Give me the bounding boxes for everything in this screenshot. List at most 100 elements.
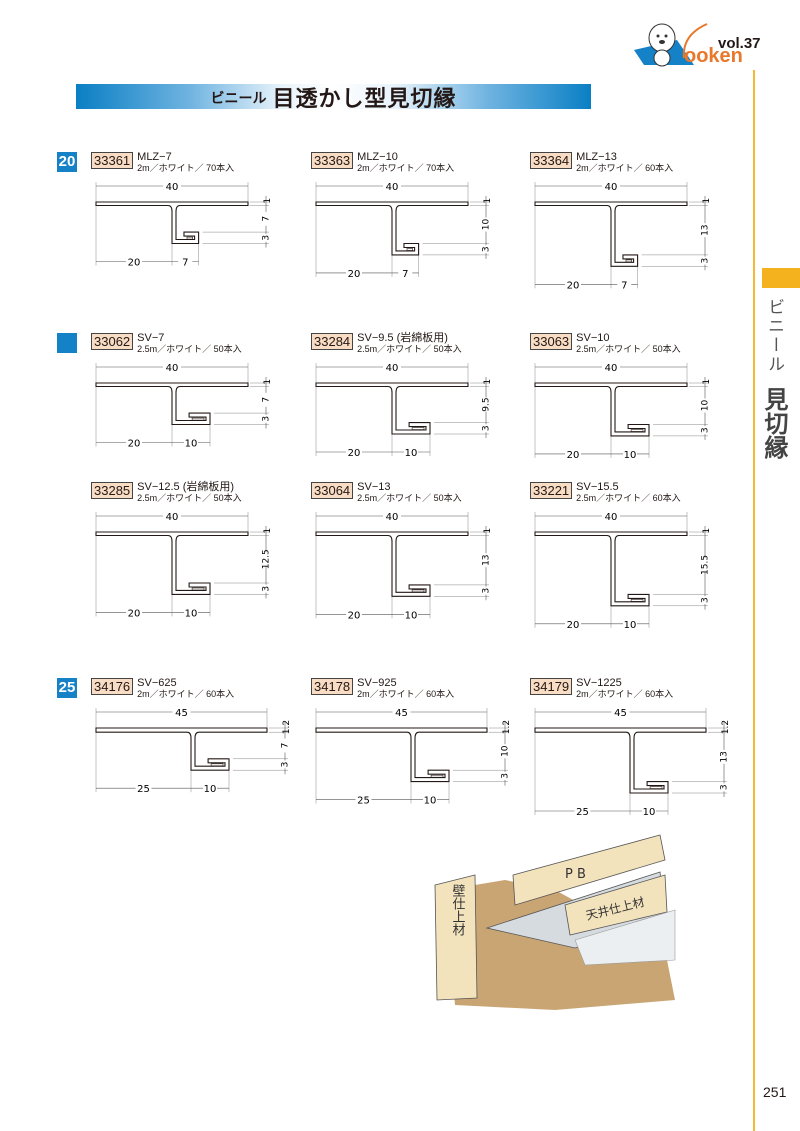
product-code: 33063	[530, 333, 573, 350]
product-code: 33221	[530, 482, 573, 499]
hook-slot	[191, 587, 205, 591]
profile-drawing: 40 1 7 3 20 7	[95, 179, 273, 269]
hook-slot	[411, 427, 425, 430]
dimension-width-label: 40	[605, 182, 618, 193]
hook-slot	[625, 259, 632, 263]
product-code: 33285	[91, 482, 134, 499]
dimension-thickness-label: 1.2	[502, 720, 512, 734]
dimension-right-label: 10	[204, 784, 217, 795]
hook-slot	[210, 763, 224, 767]
dimension-right-label: 7	[182, 258, 188, 269]
dimension-width-label: 40	[386, 512, 399, 523]
product-spec: 2m／ホワイト／ 70本入	[357, 163, 455, 173]
product-spec: 2.5m／ホワイト／ 50本入	[357, 493, 462, 503]
dimension-left-label: 20	[567, 280, 580, 291]
product-spec: 2.5m／ホワイト／ 60本入	[576, 493, 681, 503]
dimension-right-label: 10	[624, 450, 637, 461]
product-name: SV−925	[357, 677, 397, 689]
profile-shape	[534, 531, 688, 607]
dimension-left-label: 20	[128, 258, 141, 269]
hook-slot	[649, 786, 663, 789]
dimension-left-label: 25	[576, 807, 589, 818]
dimension-thickness-label: 1.2	[721, 720, 731, 734]
profile-shape	[315, 201, 469, 256]
dimension-lip-label: 3	[701, 258, 711, 264]
dimension-depth-label: 15.5	[701, 555, 711, 575]
dimension-right-label: 7	[621, 280, 627, 291]
dimension-width-label: 40	[386, 363, 399, 374]
product-spec: 2m／ホワイト／ 60本入	[576, 689, 674, 699]
svg-text:P B: P B	[565, 867, 586, 882]
dimension-right-label: 10	[405, 448, 418, 459]
product-name: SV−12.5 (岩綿板用)	[137, 481, 235, 493]
side-tab-label: ビニール 見切縁	[760, 298, 788, 460]
profile-shape	[534, 382, 688, 437]
product-name: MLZ−13	[576, 151, 617, 163]
page-number: 251	[763, 1084, 787, 1100]
product-code: 33361	[91, 152, 134, 169]
title-prefix: ビニール	[210, 90, 267, 107]
dimension-width-label: 45	[175, 708, 188, 719]
dimension-right-label: 10	[185, 439, 198, 450]
dimension-depth-label: 13	[701, 224, 711, 235]
dimension-lip-label: 3	[482, 588, 492, 594]
product-name: MLZ−7	[137, 151, 172, 163]
product-name: SV−7	[137, 332, 165, 344]
product-code: 33364	[530, 152, 573, 169]
dimension-depth-label: 10	[482, 219, 492, 231]
dimension-left-label: 20	[348, 448, 361, 459]
dimension-depth-label: 12.5	[262, 549, 272, 569]
dimension-depth-label: 10	[501, 745, 511, 757]
product-code: 34176	[91, 678, 134, 695]
product-spec: 2.5m／ホワイト／ 50本入	[357, 344, 462, 354]
dimension-thickness-label: 1	[263, 198, 273, 204]
product-name: SV−15.5	[576, 481, 619, 493]
dimension-thickness-label: 1	[483, 528, 493, 534]
dimension-left-label: 20	[567, 450, 580, 461]
product-spec: 2.5m／ホワイト／ 50本入	[137, 493, 242, 503]
product-spec: 2.5m／ホワイト／ 50本入	[576, 344, 681, 354]
dimension-depth-label: 7	[262, 216, 272, 222]
margin-rule	[753, 70, 755, 1131]
dimension-left-label: 25	[357, 796, 370, 807]
dimension-width-label: 40	[605, 363, 618, 374]
svg-text:壁仕上材: 壁仕上材	[450, 884, 466, 936]
section-title-bar: ビニール 目透かし型見切縁	[76, 84, 591, 112]
dimension-width-label: 45	[614, 708, 627, 719]
dimension-left-label: 20	[348, 269, 361, 280]
dimension-lip-label: 3	[262, 235, 272, 241]
hook-slot	[186, 236, 193, 240]
dimension-right-label: 7	[402, 269, 408, 280]
profile-shape	[315, 727, 488, 783]
product-name: SV−1225	[576, 677, 622, 689]
dimension-thickness-label: 1	[263, 379, 273, 385]
dimension-thickness-label: 1	[702, 528, 712, 534]
dimension-thickness-label: 1	[702, 198, 712, 204]
dimension-depth-label: 7	[281, 743, 291, 749]
dimension-depth-label: 10	[701, 400, 711, 412]
dimension-lip-label: 3	[482, 425, 492, 431]
product-code: 33062	[91, 333, 134, 350]
profile-shape	[95, 531, 249, 595]
dimension-lip-label: 3	[701, 427, 711, 433]
product-spec: 2.5m／ホワイト／ 50本入	[137, 344, 242, 354]
dimension-right-label: 10	[643, 807, 656, 818]
product-spec: 2m／ホワイト／ 60本入	[576, 163, 674, 173]
dimension-width-label: 40	[166, 182, 179, 193]
page-title: 目透かし型見切縁	[272, 86, 457, 112]
dimension-depth-label: 9.5	[482, 397, 492, 411]
size-badge-blank	[57, 333, 77, 353]
profile-shape	[315, 531, 469, 597]
